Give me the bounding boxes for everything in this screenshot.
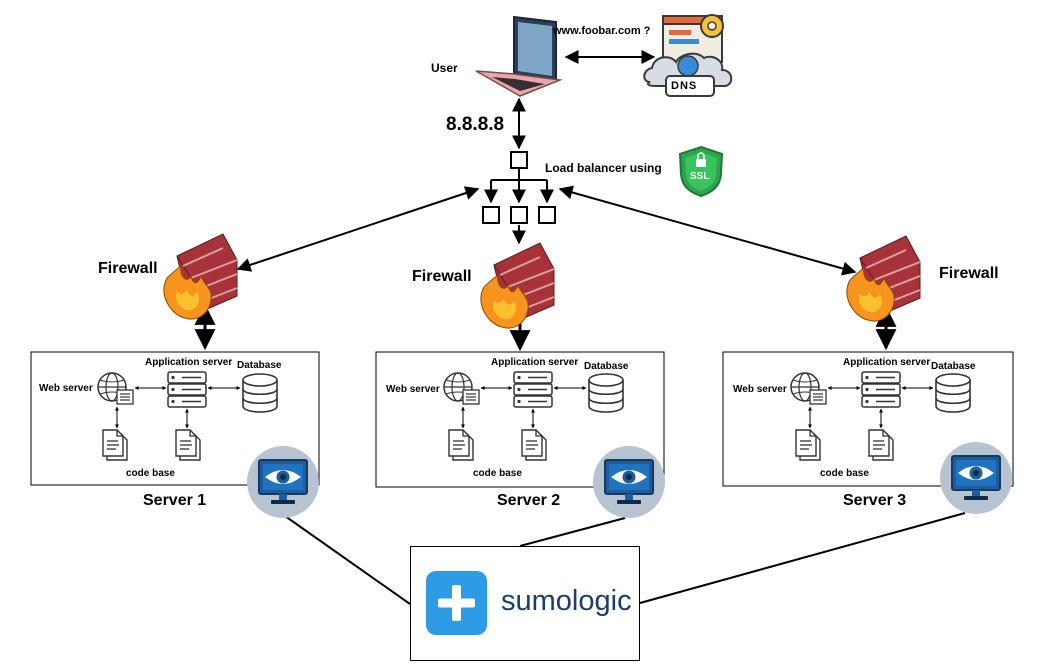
app-server-icon: [861, 371, 901, 408]
sumologic-brand-text: sumologic: [501, 585, 632, 618]
web-server-label: Web server: [386, 384, 440, 395]
load-balancer-icon: [482, 151, 556, 224]
app-server-label: Application server: [491, 357, 579, 368]
firewall-label-2: Firewall: [412, 268, 472, 285]
firewall-icon-1: [162, 233, 238, 321]
monitor2-sumo-connector: [519, 517, 626, 547]
server-name-3: Server 3: [843, 492, 907, 509]
ssl-label: SSL: [690, 171, 710, 182]
monitoring-eye-icon-1: [246, 445, 320, 519]
database-label: Database: [584, 361, 629, 372]
web-server-label: Web server: [39, 383, 93, 394]
brand-part-sumo: sumo: [501, 585, 572, 617]
code-base-label: code base: [126, 468, 175, 479]
app-server-label: Application server: [843, 357, 931, 368]
firewall-icon-3: [845, 235, 921, 323]
monitor1-sumo-connector: [284, 515, 411, 605]
server-name-2: Server 2: [497, 492, 561, 509]
database-icon: [242, 373, 278, 413]
code-base-label: code base: [820, 468, 869, 479]
database-label: Database: [931, 361, 976, 372]
user-label: User: [431, 61, 458, 75]
database-icon: [588, 373, 624, 413]
ip-address-label: 8.8.8.8: [446, 114, 505, 135]
dns-query-label: www.foobar.com ?: [553, 25, 651, 37]
sumologic-logo-icon: [426, 571, 487, 635]
monitoring-eye-icon-3: [939, 441, 1013, 515]
database-label: Database: [237, 360, 282, 371]
code-base-label: code base: [473, 468, 522, 479]
firewall-label-3: Firewall: [939, 265, 999, 282]
firewall-label-1: Firewall: [98, 260, 158, 277]
lb-firewall1-connector: [236, 186, 480, 272]
database-icon: [935, 373, 971, 413]
load-balancer-label: Load balancer using: [545, 161, 662, 175]
lb-firewall3-connector: [558, 185, 857, 276]
app-server-icon: [167, 371, 207, 408]
brand-part-logic: logic: [571, 585, 632, 617]
firewall-icon-2: [479, 242, 555, 330]
web-server-label: Web server: [733, 384, 787, 395]
dns-label: DNS: [671, 80, 698, 92]
app-server-icon: [513, 371, 553, 408]
sumologic-box: sumologic: [410, 546, 640, 661]
monitoring-eye-icon-2: [592, 445, 666, 519]
connection-lines: [194, 50, 966, 605]
laptop-icon: [475, 15, 563, 97]
dns-server-icon: [643, 14, 733, 97]
app-server-label: Application server: [145, 357, 233, 368]
server-name-1: Server 1: [143, 492, 207, 509]
monitor3-sumo-connector: [639, 512, 966, 604]
